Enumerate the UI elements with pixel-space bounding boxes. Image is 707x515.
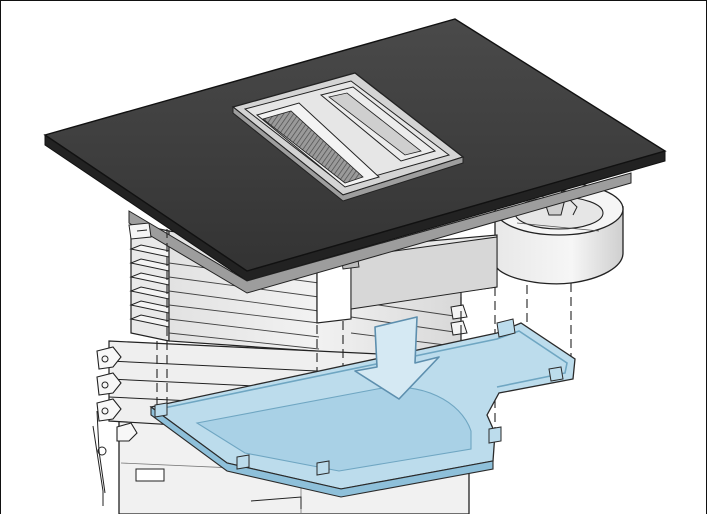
housing-slot-left: [135, 468, 165, 482]
tray-tab-front: [316, 460, 330, 476]
mount-lug-2: [96, 372, 122, 396]
cable-clip-icon: [97, 446, 107, 456]
mount-lug-3: [96, 398, 122, 422]
mount-lug-4: [116, 422, 138, 442]
front-bracket: [128, 222, 152, 240]
vent-grille-mesh: [262, 110, 364, 184]
tray-tab-back-left: [496, 318, 516, 338]
tray-tab-right: [548, 366, 564, 382]
drip-tray[interactable]: [149, 318, 576, 498]
tray-tab-left: [154, 402, 168, 418]
tray-tab-front-right: [488, 426, 502, 444]
tray-tab-front-left: [236, 454, 250, 470]
down-arrow-icon: [354, 316, 440, 400]
cooktop-vent[interactable]: [231, 72, 465, 202]
mount-lug-1: [96, 346, 122, 370]
